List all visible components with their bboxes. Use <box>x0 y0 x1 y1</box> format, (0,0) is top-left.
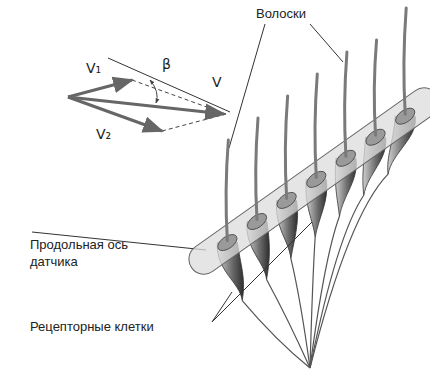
label: V₂ <box>96 126 111 143</box>
label: β <box>162 56 171 73</box>
label: Рецепторные клетки <box>30 318 154 335</box>
leader-line <box>310 24 343 62</box>
hair <box>285 96 287 198</box>
leader-line <box>212 222 312 322</box>
leader-line <box>229 24 265 148</box>
nerve-fibre <box>242 301 310 368</box>
sensor-tube <box>183 82 430 280</box>
vector-diagram <box>68 58 230 131</box>
angle-arc <box>150 80 157 103</box>
leader-line <box>212 292 232 322</box>
label: V₁ <box>86 60 101 77</box>
lateral-line-sensor <box>183 8 430 368</box>
dashed-line <box>162 114 226 131</box>
hair <box>226 140 228 241</box>
label: Продольная ось датчика <box>30 236 148 270</box>
vector-v <box>68 97 224 114</box>
hair <box>374 40 376 135</box>
hair <box>315 74 317 177</box>
hair <box>404 8 406 114</box>
label: V <box>212 74 222 91</box>
hair <box>345 52 347 156</box>
hair <box>256 118 258 220</box>
nerve-fibre <box>291 258 310 368</box>
label: Волоски <box>256 5 306 22</box>
vector-v1 <box>68 80 132 97</box>
